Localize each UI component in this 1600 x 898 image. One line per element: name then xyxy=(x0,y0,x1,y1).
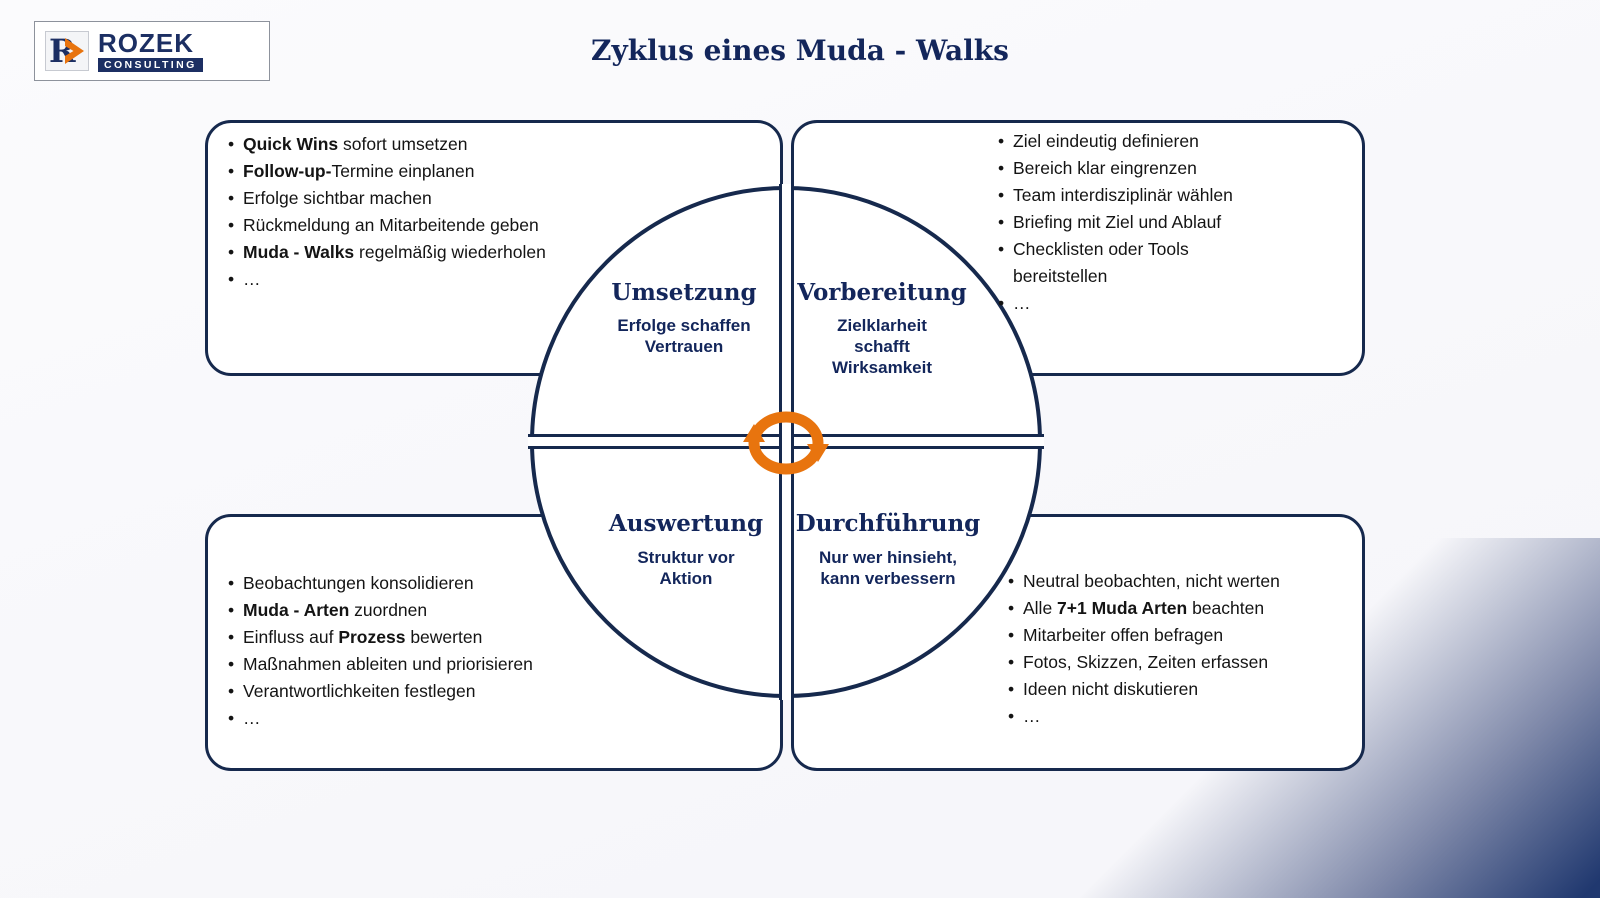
bullet-list-auswertung: Beobachtungen konsolidierenMuda - Arten … xyxy=(226,570,771,732)
bullet-item: Einfluss auf Prozess bewerten xyxy=(226,624,771,651)
logo: R ROZEK CONSULTING xyxy=(34,21,270,81)
bullet-item: Follow-up-Termine einplanen xyxy=(226,158,771,185)
svg-text:R: R xyxy=(49,32,76,70)
bullet-item: Verantwortlichkeiten festlegen xyxy=(226,678,771,705)
vertical-axis xyxy=(779,184,794,700)
bullet-item: Alle 7+1 Muda Arten beachten xyxy=(1006,595,1326,622)
bullet-item: Ziel eindeutig definieren xyxy=(996,128,1248,155)
quadrant-title-auswertung: Auswertung xyxy=(608,510,764,537)
quadrant-title-vorbereitung: Vorbereitung xyxy=(797,279,967,306)
bullet-item: Maßnahmen ableiten und priorisieren xyxy=(226,651,771,678)
bullet-item: Briefing mit Ziel und Ablauf xyxy=(996,209,1248,236)
brand-subtitle: CONSULTING xyxy=(98,58,203,72)
quadrant-subtitle-durchfuehrung: Nur wer hinsieht, kann verbessern xyxy=(819,548,957,588)
bullet-item: Rückmeldung an Mitarbeitende geben xyxy=(226,212,771,239)
logo-mark-icon: R xyxy=(45,31,89,71)
bullet-item: Ideen nicht diskutieren xyxy=(1006,676,1326,703)
bullet-item: … xyxy=(996,290,1248,317)
page-title: Zyklus eines Muda - Walks xyxy=(591,34,1009,67)
bullet-list-durchfuehrung: Neutral beobachten, nicht wertenAlle 7+1… xyxy=(1006,568,1326,730)
bullet-item: Muda - Arten zuordnen xyxy=(226,597,771,624)
bullet-item: Mitarbeiter offen befragen xyxy=(1006,622,1326,649)
bullet-item: … xyxy=(226,266,771,293)
bullet-item: Checklisten oder Tools bereitstellen xyxy=(996,236,1248,290)
bullet-item: Erfolge sichtbar machen xyxy=(226,185,771,212)
bullet-item: Team interdisziplinär wählen xyxy=(996,182,1248,209)
cycle-arrows-icon xyxy=(743,411,829,475)
bullet-item: … xyxy=(226,705,771,732)
bullet-item: Beobachtungen konsolidieren xyxy=(226,570,771,597)
bullet-item: Fotos, Skizzen, Zeiten erfassen xyxy=(1006,649,1326,676)
bullet-list-vorbereitung: Ziel eindeutig definierenBereich klar ei… xyxy=(996,128,1248,317)
bullet-list-umsetzung: Quick Wins sofort umsetzenFollow-up-Term… xyxy=(226,131,771,293)
bullet-item: … xyxy=(1006,703,1326,730)
bullet-item: Neutral beobachten, nicht werten xyxy=(1006,568,1326,595)
quadrant-title-durchfuehrung: Durchführung xyxy=(795,510,981,537)
logo-text: ROZEK CONSULTING xyxy=(98,30,203,72)
bullet-item: Quick Wins sofort umsetzen xyxy=(226,131,771,158)
quadrant-subtitle-vorbereitung: Zielklarheit schafft Wirksamkeit xyxy=(831,316,932,377)
bullet-item: Muda - Walks regelmäßig wiederholen xyxy=(226,239,771,266)
brand-name: ROZEK xyxy=(98,28,194,59)
bullet-item: Bereich klar eingrenzen xyxy=(996,155,1248,182)
quadrant-subtitle-umsetzung: Erfolge schaffen Vertrauen xyxy=(617,316,751,356)
